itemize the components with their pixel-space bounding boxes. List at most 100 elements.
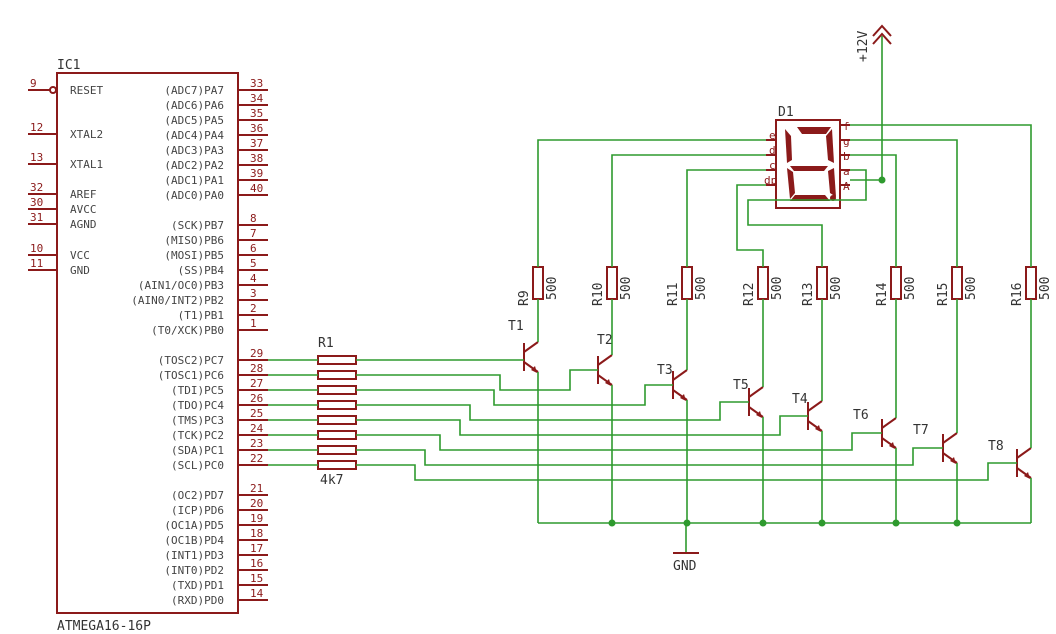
d1-seven-segment-display: D1 e d c dp f g b a A [764,105,850,209]
d1-pin-label: d [769,144,776,157]
ic1-pin-label: XTAL1 [70,158,103,171]
ic1-pin-label: (TCK)PC2 [171,429,224,442]
segment-resistor [816,266,828,300]
segment-resistor [757,266,769,300]
ic1-pin-label: (MOSI)PB5 [164,249,224,262]
transistor-collector [748,386,764,398]
net-wire [356,369,598,391]
transistor-collector [597,354,613,366]
ground-label: GND [673,559,697,574]
ic1-pin-number: 27 [250,377,263,390]
segment-resistor [606,266,618,300]
ic1-pin-number: 17 [250,542,263,555]
transistor-arrow-icon [950,457,956,464]
net-junction [818,519,826,527]
segment-resistor-name: R9 [517,290,532,306]
segment-resistor-name: R15 [936,283,951,306]
net-wire [747,169,867,267]
segment-resistor [532,266,544,300]
segment-resistor [1025,266,1037,300]
ic1-pin-number: 5 [250,257,257,270]
ic1-body [56,72,239,614]
ic1-pin-number: 11 [30,257,43,270]
net-wire [356,401,749,421]
r1-elements [268,355,357,470]
ic1-pin-number: 28 [250,362,263,375]
ic1-right-pins: 33(ADC7)PA734(ADC6)PA635(ADC5)PA536(ADC4… [131,77,268,607]
segment-resistor-value: 500 [1038,277,1053,300]
ic1-pin-number: 2 [250,302,257,315]
d1-pin-label: A [843,180,850,193]
ic1-pin-label: (ADC7)PA7 [164,84,224,97]
transistor-collector [523,341,539,353]
transistor-collector [942,432,958,444]
transistor-arrow-icon [815,425,821,432]
ic1-pin-label: (SCK)PB7 [171,219,224,232]
supply-12v-symbol: +12V [850,24,892,184]
segment-resistor-name: R11 [666,283,681,306]
ic1-pin-number: 23 [250,437,263,450]
ic1-pin-number: 30 [30,196,43,209]
net-wire [356,432,882,451]
ic1-pin-label: (ADC5)PA5 [164,114,224,127]
net-wire [850,154,897,267]
transistor-arrow-icon [756,411,762,418]
ic1-pin-label: (ADC0)PA0 [164,189,224,202]
ic1-pin-label: RESET [70,84,103,97]
net-wire [850,124,1032,267]
ic1-pin-number: 31 [30,211,43,224]
reset-inversion-icon [49,86,57,94]
r1-element [317,355,357,365]
ic1-pin-number: 3 [250,287,257,300]
transistor-collector [672,369,688,381]
ic1-left-pins: 9RESET12XTAL213XTAL132AREF30AVCC31AGND10… [28,77,103,277]
segment-resistor-name: R16 [1010,283,1025,306]
d1-segments-icon [785,127,836,201]
ic1-pin-label: (AIN1/OC0)PB3 [138,279,224,292]
ic1-pin-number: 8 [250,212,257,225]
segment-resistor-value: 500 [694,277,709,300]
r1-element [317,385,357,395]
ic1-pin-label: (OC1A)PD5 [164,519,224,532]
segment-resistor-name: R13 [801,283,816,306]
transistor-collector [881,417,897,429]
r1-resistor-network: R1 4k7 [268,336,357,488]
ic1-name: IC1 [57,58,80,73]
d1-pin-label: b [843,150,850,163]
ic1-pin-number: 14 [250,587,264,600]
d1-pin-label: c [769,159,776,172]
d1-pin-label: e [769,129,776,142]
ic1-pin-number: 38 [250,152,263,165]
ic1-pin-label: (ADC4)PA4 [164,129,224,142]
ic1-pin-label: (TXD)PD1 [171,579,224,592]
d1-pin-label: a [843,165,850,178]
ic1-pin-label: (ADC1)PA1 [164,174,224,187]
transistor-name: T8 [988,439,1004,454]
ic1-pin-number: 24 [250,422,264,435]
ic1-pin-number: 9 [30,77,37,90]
ic1-pin-number: 4 [250,272,257,285]
ic1-pin-label: (TOSC2)PC7 [158,354,224,367]
transistor-arrow-icon [680,394,686,401]
ic1-pin-label: (T1)PB1 [178,309,224,322]
transistor-name: T6 [853,408,869,423]
r1-name: R1 [318,336,334,351]
d1-pin-label: f [843,120,850,133]
d1-pin-label: dp [764,174,777,187]
ic1-pin-label: GND [70,264,90,277]
r1-element [317,445,357,455]
ic1-pin-number: 18 [250,527,263,540]
segment-resistor-value: 500 [545,277,560,300]
ic1-pin-label: (TOSC1)PC6 [158,369,224,382]
ic1-pin-number: 39 [250,167,263,180]
ic1-pin-number: 19 [250,512,263,525]
net-wire [611,154,766,267]
ic1-pin-number: 6 [250,242,257,255]
segment-resistor-value: 500 [829,277,844,300]
ic1-pin-label: (T0/XCK)PB0 [151,324,224,337]
transistor-name: T3 [657,363,673,378]
r1-element [317,400,357,410]
r1-element [317,460,357,470]
segment-resistor-name: R14 [875,282,890,306]
